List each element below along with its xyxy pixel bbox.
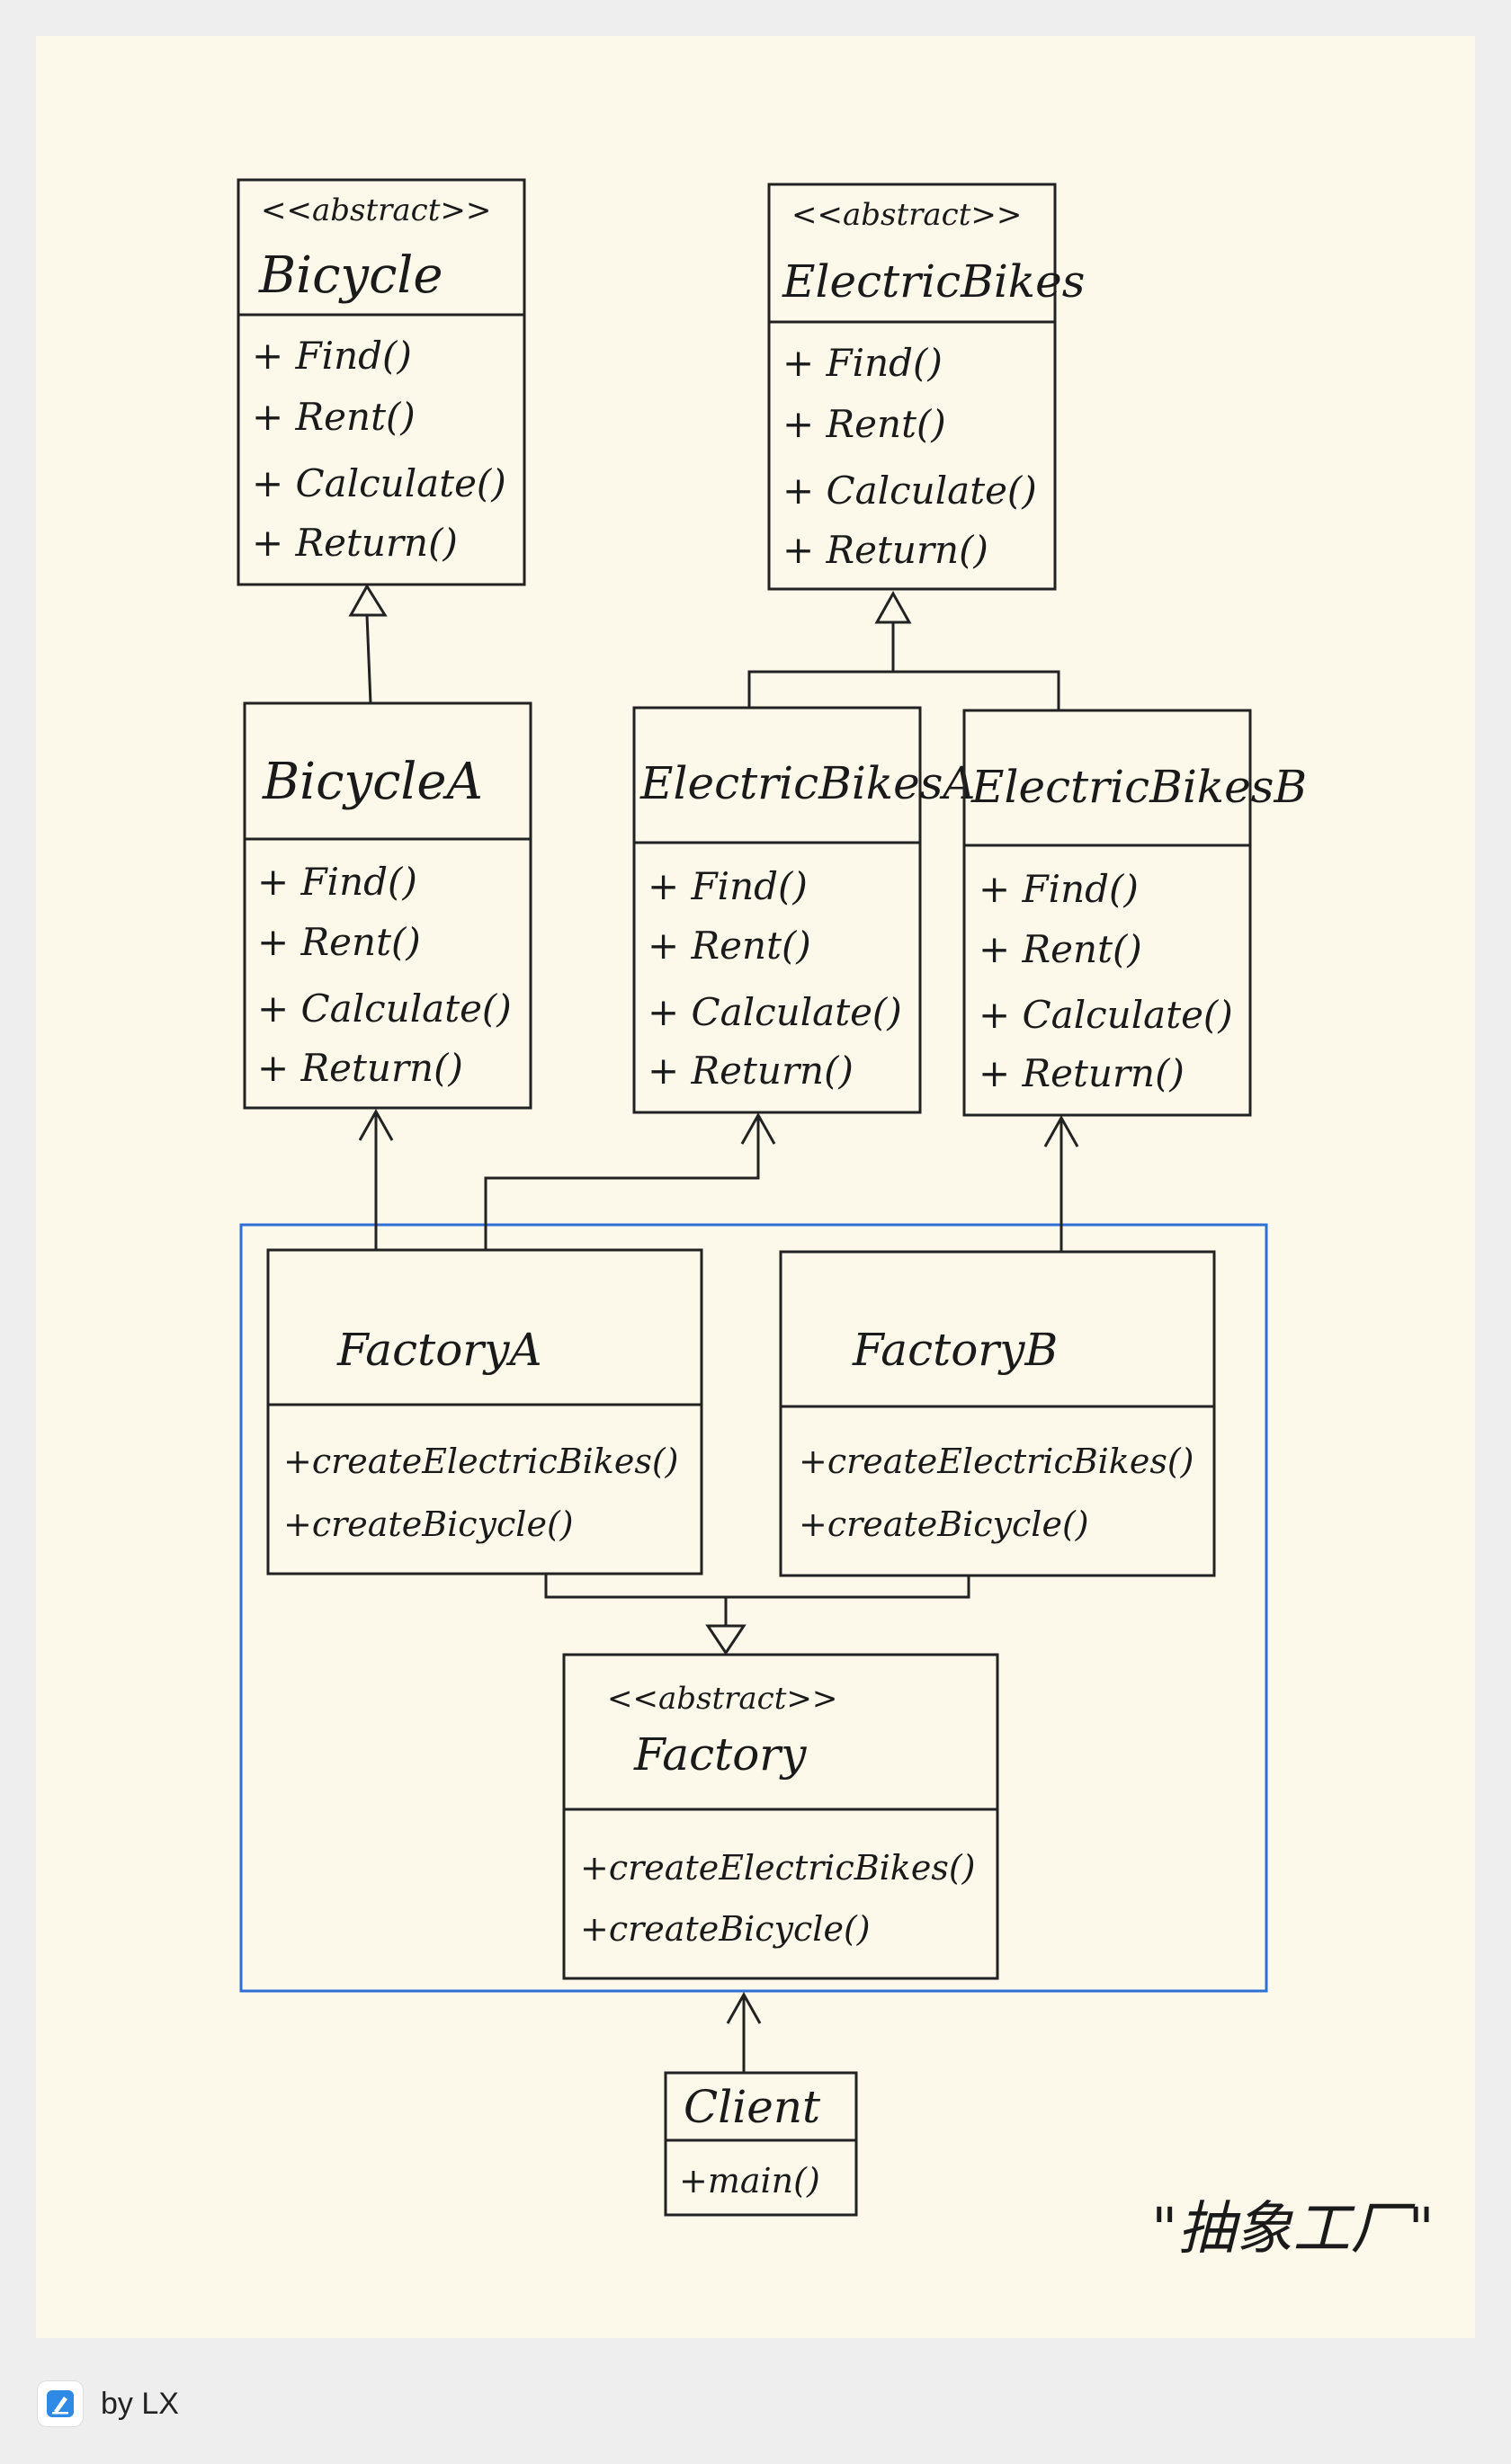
class-factory-method-1: +createElectricBikes() <box>580 1848 975 1888</box>
app-footer: by LX <box>38 2381 179 2426</box>
class-electricbikes-stereotype: <<abstract>> <box>791 197 1022 233</box>
class-bicyclea-box <box>243 701 532 1110</box>
class-factory-name: Factory <box>633 1728 807 1781</box>
hollow-arrowhead <box>874 590 912 624</box>
class-factory-stereotype: <<abstract>> <box>607 1681 837 1717</box>
class-electricbikesa-box <box>632 706 922 1114</box>
class-electricbikesb-box <box>962 709 1252 1117</box>
class-factoryb-method-1: +createElectricBikes() <box>799 1442 1194 1481</box>
dependency-factoryb-to-electricbikesb <box>1043 1114 1079 1252</box>
open-arrowhead <box>740 1111 776 1145</box>
inheritance-factories-to-factory <box>544 1574 970 1656</box>
open-arrowhead <box>726 1991 762 2024</box>
class-bicycle-name: Bicycle <box>258 246 443 305</box>
class-bicyclea-method-4: + Return() <box>257 1046 463 1090</box>
class-electricbikes: <<abstract>> ElectricBikes + Find() + Re… <box>767 183 1085 591</box>
class-factorya: FactoryA +createElectricBikes() +createB… <box>266 1248 703 1576</box>
class-client: Client +main() <box>664 2071 858 2217</box>
class-electricbikesa-method-2: + Rent() <box>648 924 811 968</box>
memo-app-icon <box>38 2381 83 2426</box>
class-electricbikes-method-3: + Calculate() <box>782 469 1037 513</box>
class-bicyclea: BicycleA + Find() + Rent() + Calculate()… <box>243 701 532 1110</box>
class-bicycle-method-1: + Find() <box>252 334 412 378</box>
open-arrowhead <box>1043 1114 1079 1147</box>
class-bicycle-method-4: + Return() <box>252 521 458 565</box>
class-bicycle-method-2: + Rent() <box>252 395 416 439</box>
class-bicyclea-name: BicycleA <box>262 753 483 811</box>
class-factory-method-2: +createBicycle() <box>580 1909 871 1949</box>
class-electricbikesb-method-4: + Return() <box>979 1051 1185 1095</box>
class-bicyclea-method-3: + Calculate() <box>257 986 512 1031</box>
class-bicyclea-method-2: + Rent() <box>257 920 421 964</box>
class-electricbikesb-name: ElectricBikesB <box>970 761 1307 813</box>
dependency-client-to-factory <box>726 1991 762 2073</box>
class-electricbikesb-method-1: + Find() <box>979 867 1139 911</box>
class-factory-box <box>562 1653 999 1980</box>
class-electricbikes-method-1: + Find() <box>782 341 943 385</box>
class-factoryb-box <box>779 1250 1216 1577</box>
class-electricbikesa-method-3: + Calculate() <box>648 990 902 1034</box>
class-factorya-method-2: +createBicycle() <box>283 1504 574 1544</box>
open-arrowhead <box>358 1108 394 1141</box>
drawing-canvas: <<abstract>> Bicycle + Find() + Rent() +… <box>36 36 1475 2338</box>
dependency-factorya-to-bicyclea <box>358 1108 394 1250</box>
class-client-box <box>664 2071 858 2217</box>
factory-group-frame <box>239 1223 1268 1993</box>
class-factoryb-method-2: +createBicycle() <box>799 1504 1089 1544</box>
class-electricbikesb: ElectricBikesB + Find() + Rent() + Calcu… <box>962 709 1307 1117</box>
class-factoryb-name: FactoryB <box>852 1324 1058 1376</box>
class-electricbikes-method-4: + Return() <box>782 528 988 572</box>
class-factorya-method-1: +createElectricBikes() <box>283 1442 678 1481</box>
inheritance-bicyclea-to-bicycle <box>348 584 388 704</box>
class-bicycle: <<abstract>> Bicycle + Find() + Rent() +… <box>237 178 526 586</box>
hollow-arrowhead <box>705 1624 747 1656</box>
class-factory: <<abstract>> Factory +createElectricBike… <box>562 1653 999 1980</box>
class-bicycle-stereotype: <<abstract>> <box>261 192 491 228</box>
inheritance-electric-to-electricbikes <box>747 590 1060 710</box>
author-credit: by LX <box>101 2386 179 2421</box>
class-bicyclea-method-1: + Find() <box>257 860 417 904</box>
class-bicycle-method-3: + Calculate() <box>252 461 506 505</box>
class-electricbikesa-method-4: + Return() <box>648 1049 854 1093</box>
class-electricbikes-box <box>767 183 1057 591</box>
class-electricbikesa-method-1: + Find() <box>648 864 808 908</box>
class-factoryb: FactoryB +createElectricBikes() +createB… <box>779 1250 1216 1577</box>
uml-diagram: <<abstract>> Bicycle + Find() + Rent() +… <box>237 178 1435 2263</box>
hollow-arrowhead <box>348 584 388 617</box>
class-client-name: Client <box>684 2081 821 2133</box>
class-client-method-1: +main() <box>679 2161 820 2201</box>
dependency-factorya-to-electricbikesa <box>484 1111 776 1250</box>
class-electricbikesa: ElectricBikesA + Find() + Rent() + Calcu… <box>632 706 975 1114</box>
pattern-name-note: "抽象工厂" <box>1151 2196 1435 2263</box>
class-electricbikes-method-2: + Rent() <box>782 402 946 446</box>
class-electricbikesb-method-2: + Rent() <box>979 927 1142 971</box>
class-electricbikesb-method-3: + Calculate() <box>979 993 1233 1037</box>
class-bicycle-box <box>237 178 526 586</box>
class-electricbikes-name: ElectricBikes <box>782 255 1085 308</box>
class-electricbikesa-name: ElectricBikesA <box>639 757 975 809</box>
class-factorya-name: FactoryA <box>336 1324 542 1376</box>
